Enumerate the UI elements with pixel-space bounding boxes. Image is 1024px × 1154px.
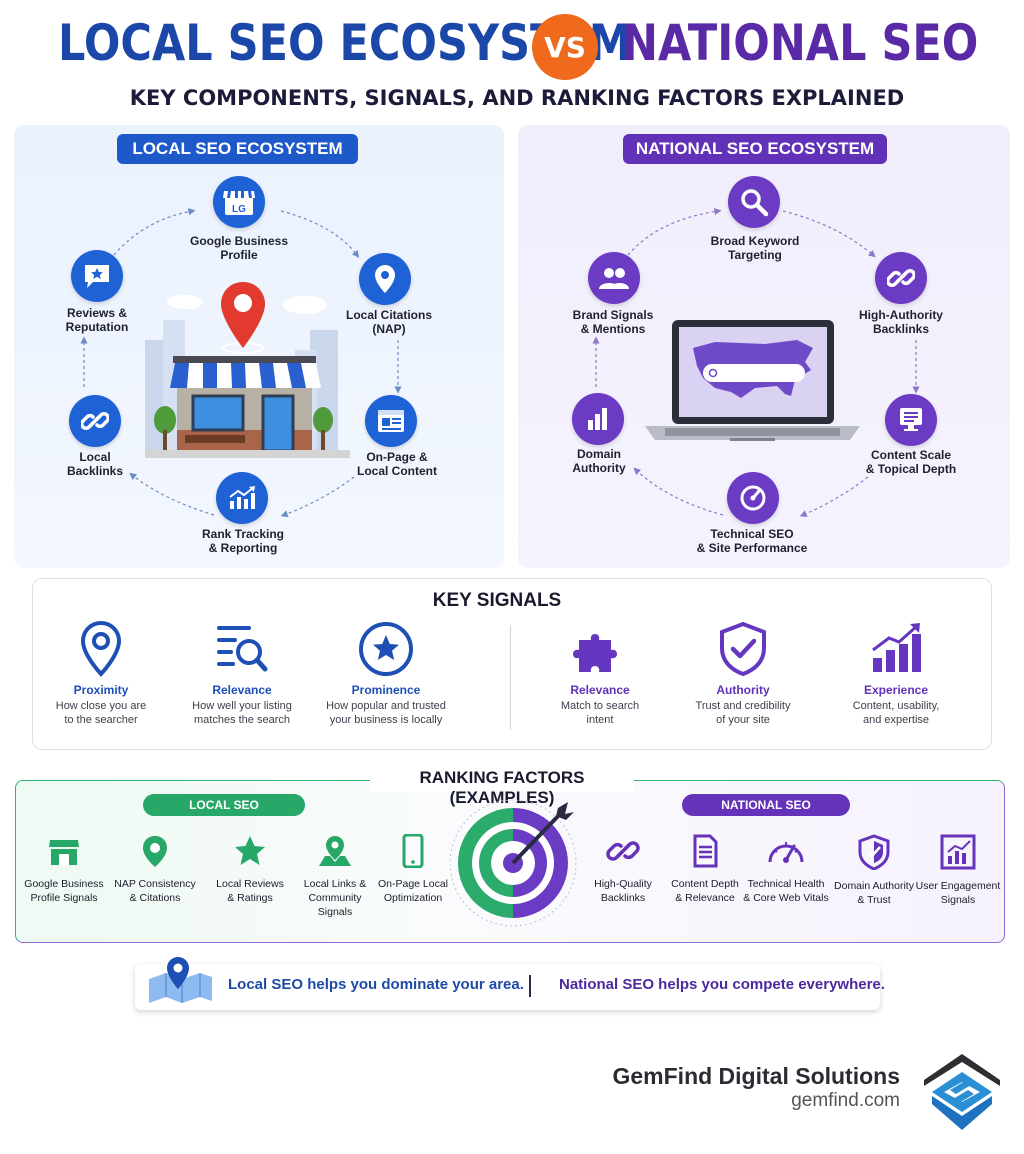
bar-chart-icon: [572, 393, 624, 445]
factor-content-depth: Content Depth & Relevance: [659, 834, 751, 905]
subtitle: KEY COMPONENTS, SIGNALS, AND RANKING FAC…: [129, 86, 905, 110]
node-high-authority-backlinks: High-Authority Backlinks: [859, 308, 943, 336]
signal-experience: Experience Content, usability, and exper…: [826, 620, 966, 727]
factor-high-quality-backlinks: High-Quality Backlinks: [577, 834, 669, 905]
map-icon: [149, 957, 212, 1003]
speedometer-icon: [727, 472, 779, 524]
link-icon: [606, 841, 640, 861]
factor-local-links: Local Links & Community Signals: [289, 834, 381, 919]
node-broad-keyword: Broad Keyword Targeting: [710, 234, 800, 262]
local-storefront-illustration: [145, 295, 350, 458]
people-icon: [588, 252, 640, 304]
pin-icon: [143, 836, 167, 867]
node-on-page-local-content: On-Page & Local Content: [357, 450, 437, 478]
signal-local-relevance: Relevance How well your listing matches …: [172, 620, 312, 727]
gbp-icon-text: LG: [232, 204, 246, 215]
link-icon: [875, 252, 927, 304]
national-ecosystem-badge: NATIONAL SEO ECOSYSTEM: [623, 134, 887, 164]
banner-local-text: Local SEO helps you dominate your area.: [228, 976, 524, 993]
national-cycle-arrows: [592, 207, 920, 517]
factor-local-reviews: Local Reviews & Ratings: [204, 834, 296, 905]
star-icon: [235, 836, 265, 865]
node-local-backlinks: Local Backlinks: [66, 450, 124, 478]
vs-badge: VS: [532, 14, 598, 80]
ranking-title-background: [370, 768, 634, 792]
star-chat-icon: [71, 250, 123, 302]
pin-outline-icon: [80, 620, 122, 677]
title-local: LOCAL SEO ECOSYSTEM: [58, 14, 632, 72]
location-pin-icon: [359, 253, 411, 305]
node-reviews-reputation: Reviews & Reputation: [65, 306, 129, 334]
local-seo-pill: LOCAL SEO: [143, 794, 305, 816]
chart-up-icon: [216, 472, 268, 524]
key-signals-box: [32, 578, 992, 750]
factor-nap-consistency: NAP Consistency & Citations: [109, 834, 201, 905]
storefront-icon: LG: [213, 176, 265, 228]
store-icon: [49, 840, 79, 865]
factor-gbp-signals: Google Business Profile Signals: [18, 834, 110, 905]
key-signals-divider: [510, 625, 511, 730]
banner-separator: [529, 975, 531, 997]
chart-icon: [940, 834, 976, 870]
document-icon: [693, 834, 718, 868]
list-search-icon: [217, 626, 268, 672]
node-technical-seo: Technical SEO & Site Performance: [696, 527, 808, 555]
brand-url: gemfind.com: [791, 1090, 900, 1111]
node-rank-tracking: Rank Tracking & Reporting: [201, 527, 285, 555]
key-signals-title: KEY SIGNALS: [432, 590, 562, 611]
gemfind-logo-icon: [924, 1054, 1000, 1130]
puzzle-icon: [573, 634, 617, 672]
document-icon: [885, 394, 937, 446]
target-icon: [450, 800, 577, 927]
shield-check-icon: [720, 621, 766, 677]
node-domain-authority: Domain Authority: [572, 447, 626, 475]
phone-icon: [402, 833, 424, 869]
link-icon: [69, 395, 121, 447]
node-content-scale: Content Scale & Topical Depth: [865, 448, 957, 476]
factor-technical-health: Technical Health & Core Web Vitals: [740, 834, 832, 905]
search-icon: [728, 176, 780, 228]
summary-banner: [135, 964, 880, 1010]
factor-on-page-local: On-Page Local Optimization: [367, 833, 459, 905]
national-laptop-illustration: [645, 320, 860, 441]
factor-domain-authority: Domain Authority & Trust: [828, 834, 920, 907]
signal-prominence: Prominence How popular and trusted your …: [316, 620, 456, 727]
signal-authority: Authority Trust and credibility of your …: [673, 620, 813, 727]
gauge-icon: [768, 842, 804, 863]
growth-chart-icon: [872, 623, 921, 672]
national-seo-pill: NATIONAL SEO: [682, 794, 850, 816]
map-pin-icon: [319, 836, 351, 866]
shield-icon: [858, 834, 890, 871]
node-local-citations: Local Citations (NAP): [345, 308, 432, 336]
star-circle-icon: [359, 622, 413, 676]
node-brand-signals: Brand Signals & Mentions: [572, 308, 654, 336]
signal-proximity: Proximity How close you are to the searc…: [31, 620, 171, 727]
webpage-icon: [365, 395, 417, 447]
brand-name: GemFind Digital Solutions: [612, 1063, 901, 1089]
factor-user-engagement: User Engagement Signals: [912, 834, 1004, 907]
local-ecosystem-badge: LOCAL SEO ECOSYSTEM: [117, 134, 358, 164]
banner-national-text: National SEO helps you compete everywher…: [559, 976, 885, 993]
title-national: NATIONAL SEO: [622, 14, 979, 72]
signal-national-relevance: Relevance Match to search intent: [530, 620, 670, 727]
node-google-business-profile: Google Business Profile: [189, 234, 289, 262]
local-map-pin-icon: [221, 282, 265, 348]
local-cycle-arrows: [80, 208, 402, 518]
